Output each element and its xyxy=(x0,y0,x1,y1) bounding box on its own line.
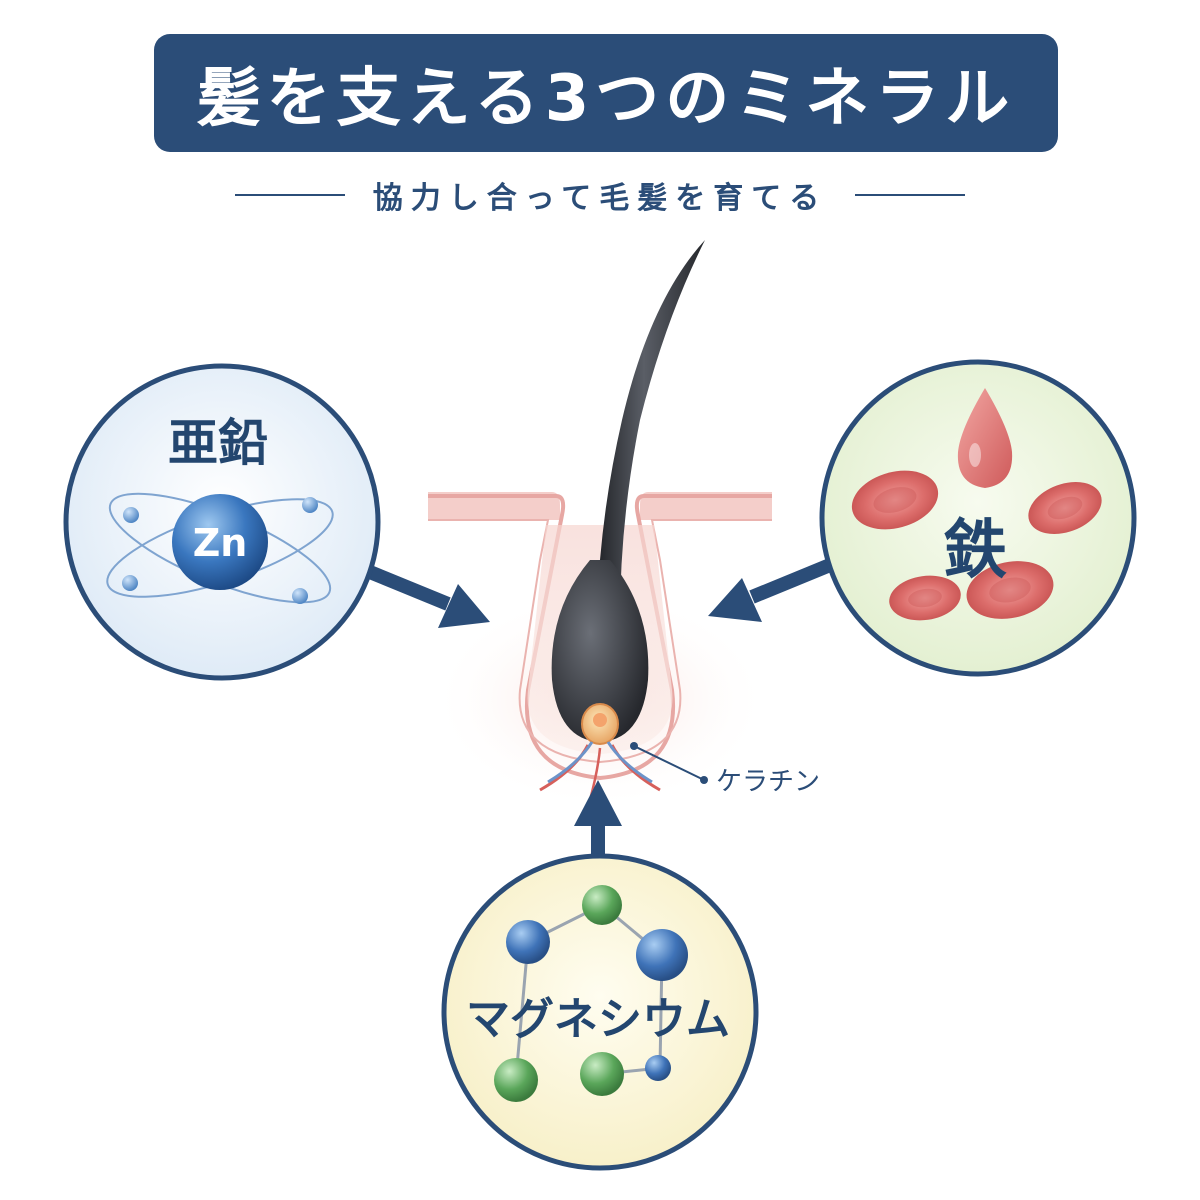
subtitle-divider-left xyxy=(234,194,345,196)
magnesium-circle: マグネシウム xyxy=(441,853,759,1171)
hair-follicle-icon xyxy=(428,240,772,810)
subtitle: 協力し合って毛髪を育てる xyxy=(372,181,828,216)
arrow-iron-to-follicle xyxy=(708,558,833,622)
iron-circle: 鉄 xyxy=(819,359,1137,677)
zinc-label: 亜鉛 xyxy=(168,414,268,472)
zinc-circle: 亜鉛 Zn xyxy=(63,363,381,681)
atom-icon xyxy=(106,492,334,604)
molecule-icon xyxy=(494,885,688,1102)
iron-label: 鉄 xyxy=(943,514,1007,588)
title-banner: 髪を支える3つのミネラル xyxy=(154,34,1058,152)
blood-drop-and-cells-icon xyxy=(851,388,1102,621)
subtitle-divider-right xyxy=(855,194,966,196)
page-title: 髪を支える3つのミネラル xyxy=(196,62,1016,136)
keratin-label: ケラチン xyxy=(716,767,820,797)
zinc-symbol: Zn xyxy=(193,521,248,565)
magnesium-label: マグネシウム xyxy=(466,994,730,1045)
arrow-zinc-to-follicle xyxy=(362,563,490,628)
keratin-callout: ケラチン xyxy=(630,742,820,797)
subtitle-row: 協力し合って毛髪を育てる xyxy=(0,168,1200,222)
arrow-magnesium-to-follicle xyxy=(574,780,622,858)
